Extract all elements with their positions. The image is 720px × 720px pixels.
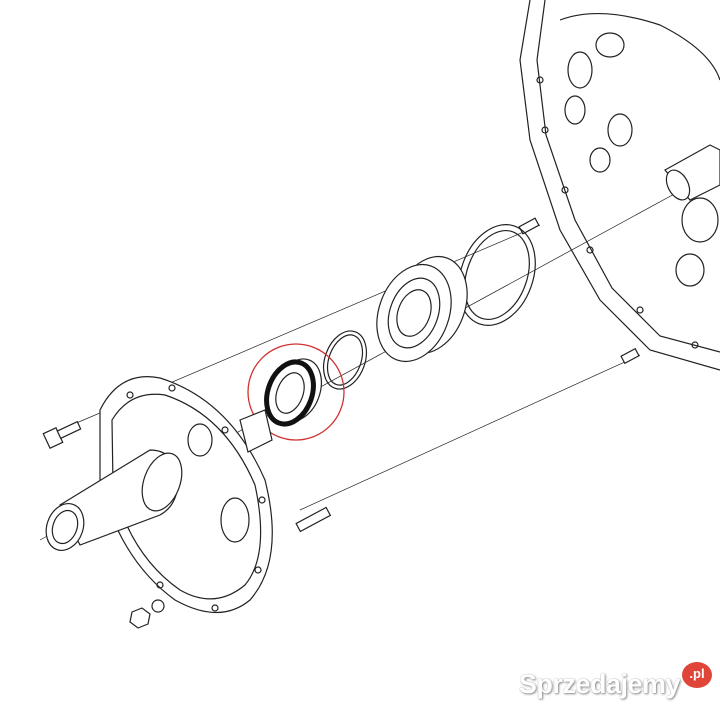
ball-bearing [376, 255, 468, 363]
front-cover [45, 376, 273, 614]
watermark-brand: Sprzedajemy [518, 669, 681, 699]
oil-seal [264, 358, 322, 427]
watermark-badge: .pl [682, 662, 712, 688]
transmission-housing [519, 0, 720, 371]
dowel-pins [295, 217, 640, 533]
fasteners [42, 420, 165, 629]
highlight-circle [247, 343, 345, 441]
watermark: Sprzedajemy .pl [519, 662, 712, 700]
snap-ring-large [458, 224, 536, 326]
snap-ring-small [322, 330, 368, 390]
